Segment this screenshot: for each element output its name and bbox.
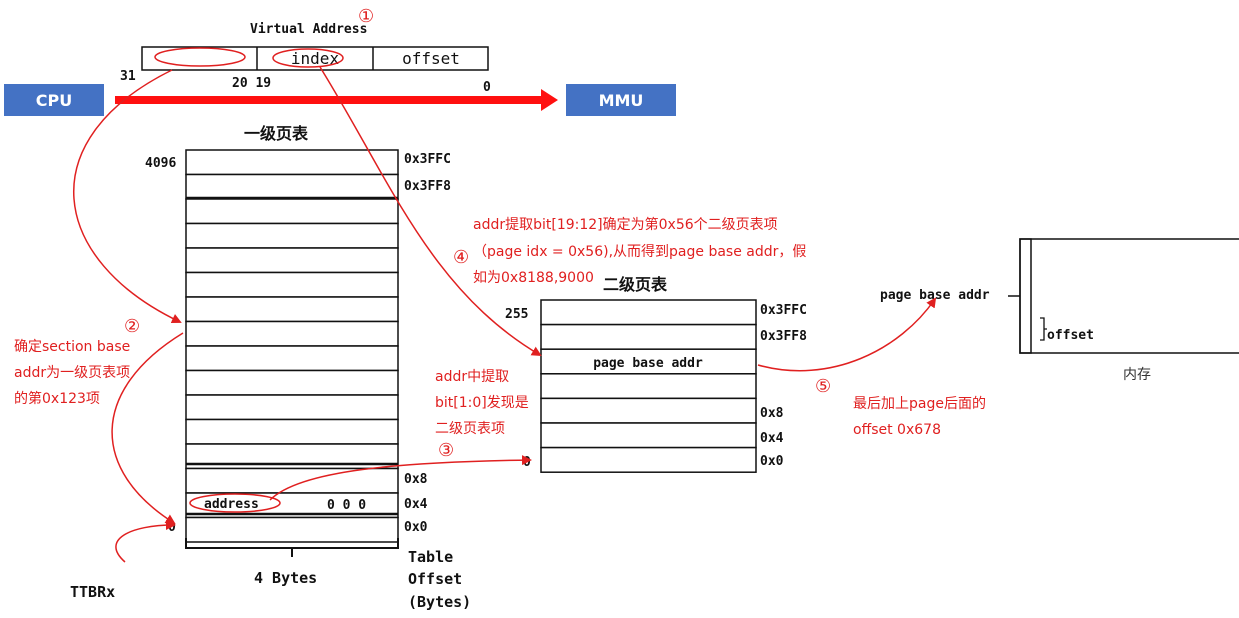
l2-bottom-index: 0 [523, 455, 531, 470]
l1-table-row [185, 149, 399, 176]
index-to-l2-arrow [319, 66, 542, 357]
l1-table-row [185, 247, 399, 274]
l1-entry-address: address [204, 497, 259, 512]
step2-note-line-2: addr为一级页表项 [14, 365, 130, 381]
l1-table-row [185, 516, 399, 543]
section-bits-highlight [154, 47, 246, 67]
offset-label-line-3: (Bytes) [408, 593, 471, 611]
l1-row-to-base-arrow [111, 332, 184, 525]
step2-note-line-1: 确定section base [14, 339, 130, 355]
l1-table-row [185, 320, 399, 347]
step2-note-line-3: 的第0x123项 [14, 390, 100, 407]
step-2-marker: ② [124, 316, 140, 337]
bit-31-label: 31 [120, 69, 136, 84]
l1-top-index: 4096 [145, 156, 176, 171]
ttbr-arrow [115, 520, 176, 563]
l1-table-row [185, 467, 399, 494]
step5-note-line-2: offset 0x678 [853, 422, 941, 438]
section-to-l1-arrow [72, 69, 182, 324]
memory-label: 内存 [1123, 367, 1151, 383]
l2-offset-3ff8: 0x3FF8 [760, 329, 807, 344]
l2-table-row [540, 446, 757, 473]
va-field-index: index [291, 49, 340, 68]
cpu-box [4, 84, 104, 116]
l1-table-title: 一级页表 [244, 124, 309, 143]
l2-table-row [540, 422, 757, 449]
l2-table-row [540, 323, 757, 350]
l1-offset-3ff8: 0x3FF8 [404, 179, 451, 194]
step-4-marker: ④ [453, 247, 469, 268]
offset-label-line-1: Table [408, 548, 453, 566]
step-5-marker: ⑤ [815, 376, 831, 397]
l1-entry-highlight [189, 493, 281, 513]
l1-table-row [185, 394, 399, 421]
step-1-marker: ① [358, 6, 374, 27]
bit-20-19-label: 20 19 [232, 76, 271, 91]
index-bits-highlight [272, 48, 344, 68]
l2-page-table [540, 299, 757, 473]
l1-width-label: 4 Bytes [254, 569, 317, 587]
page-base-to-memory-arrow [757, 297, 937, 372]
l2-offset-4: 0x4 [760, 431, 784, 446]
l2-offset-8: 0x8 [760, 406, 784, 421]
memory-block [1008, 238, 1239, 354]
virtual-address-title: Virtual Address [250, 22, 367, 37]
l1-table-row [185, 173, 399, 200]
l2-top-index: 255 [505, 307, 528, 322]
l1-table-row [185, 198, 399, 225]
l2-offset-0: 0x0 [760, 454, 784, 469]
l1-width-bracket [185, 538, 399, 557]
l1-table-row [185, 271, 399, 298]
l1-offset-0: 0x0 [404, 520, 428, 535]
step5-note-line-1: 最后加上page后面的 [853, 396, 986, 412]
cpu-to-mmu-arrow [115, 89, 558, 111]
step4-note-line-2: （page idx = 0x56),从而得到page base addr，假 [473, 243, 806, 260]
l1-offset-3ffc: 0x3FFC [404, 152, 451, 167]
step3-note-line-3: 二级页表项 [435, 421, 505, 437]
l2-table-row [540, 397, 757, 424]
l1-table-row [185, 296, 399, 323]
mmu-label: MMU [599, 91, 644, 110]
ttbr-label: TTBRx [70, 583, 115, 601]
va-field-offset: offset [402, 49, 460, 68]
step3-note-line-2: bit[1:0]发现是 [435, 395, 529, 411]
l2-entry-page-base: page base addr [593, 356, 703, 371]
l1-table-row [185, 369, 399, 396]
l1-offset-8: 0x8 [404, 472, 428, 487]
step3-note-line-1: addr中提取 [435, 369, 509, 385]
cpu-label: CPU [36, 91, 72, 110]
memory-offset-label: offset [1047, 328, 1094, 343]
l1-table-row [185, 345, 399, 372]
bit-0-label: 0 [483, 80, 491, 95]
step4-note-line-1: addr提取bit[19:12]确定为第0x56个二级页表项 [473, 216, 778, 233]
l2-table-row [540, 373, 757, 400]
l1-entry-bits: 0 0 0 [327, 498, 366, 513]
l1-table-row [185, 418, 399, 445]
l1-page-table [185, 149, 399, 543]
mmu-box [566, 84, 676, 116]
flow-arrows [72, 66, 937, 563]
step-3-marker: ③ [438, 440, 454, 461]
l2-table-title: 二级页表 [603, 275, 668, 294]
offset-label-line-2: Offset [408, 570, 462, 588]
l1-entry-to-l2-arrow [269, 455, 532, 501]
l1-offset-4: 0x4 [404, 497, 428, 512]
l1-table-row [185, 222, 399, 249]
memory-page-base-label: page base addr [880, 288, 990, 303]
step4-note-line-3: 如为0x8188,9000 [473, 270, 594, 286]
l2-offset-3ffc: 0x3FFC [760, 303, 807, 318]
l2-table-row [540, 299, 757, 326]
